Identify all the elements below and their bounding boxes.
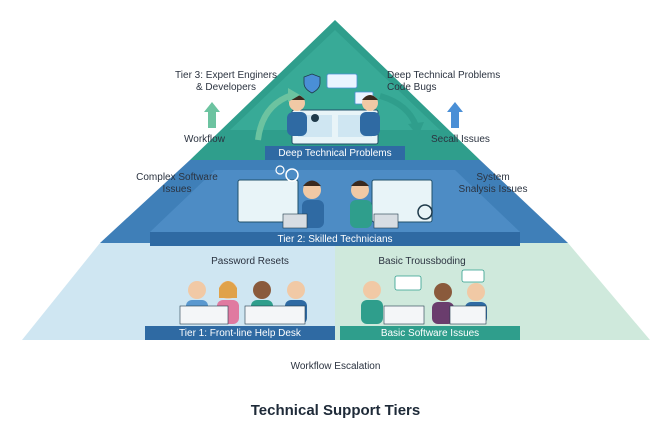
tier1-left-band-label: Tier 1: Front-line Help Desk <box>179 328 301 339</box>
tier2-workstations <box>237 165 433 229</box>
chat-bubble-icon-3 <box>461 269 485 283</box>
tier2-band-label: Tier 2: Skilled Technicians <box>277 234 393 245</box>
tier1-right-top: Basic Troussboding <box>378 256 466 267</box>
tier1-right-band-label: Basic Software Issues <box>380 328 480 339</box>
curved-arrow-left <box>255 92 294 141</box>
laptop-icon <box>282 213 308 229</box>
tier2-band <box>150 232 520 246</box>
workflow-escalation-label: Workflow Escalation <box>290 361 381 372</box>
gear-icon-small <box>275 165 285 175</box>
tier3-band-label: Deep Technical Problems <box>278 148 392 159</box>
tier2-left-side: Complex Software Issues <box>136 172 218 195</box>
tier1-left-top: Password Resets <box>211 256 289 267</box>
up-arrow-right <box>447 102 463 128</box>
laptop-icon-2 <box>373 213 399 229</box>
tier3-heading: Tier 3: Expert Enginers & Developers <box>175 70 277 93</box>
tier1-left-band <box>145 326 335 340</box>
tier3-right-heading: Deep Technical Problems Code Bugs <box>387 70 501 93</box>
tier3-workstation <box>287 73 380 145</box>
bug-icon <box>311 114 319 122</box>
tier1-helpdesk-team <box>179 281 307 325</box>
shield-icon <box>303 73 321 94</box>
tier1-right-band <box>340 326 520 340</box>
gear-icon <box>285 168 299 182</box>
tier2-right-side: System Snalysis Issues <box>458 172 528 195</box>
tier3-right-side: Secall Issues <box>431 134 490 145</box>
magnifier-icon <box>417 204 433 220</box>
chat-bubble-icon <box>326 73 358 89</box>
page-title: Technical Support Tiers <box>250 402 421 419</box>
curved-arrow-right-head <box>408 122 424 136</box>
up-arrow-left <box>204 102 220 128</box>
tier1-software-team <box>361 269 487 325</box>
tier3-band <box>265 146 405 160</box>
tier3-left-side: Workflow <box>184 134 225 145</box>
tier1-left-clip <box>0 243 100 340</box>
chat-bubble-icon-2 <box>394 275 422 291</box>
curved-arrow-left-head <box>288 88 300 102</box>
curved-arrow-right <box>379 93 419 128</box>
